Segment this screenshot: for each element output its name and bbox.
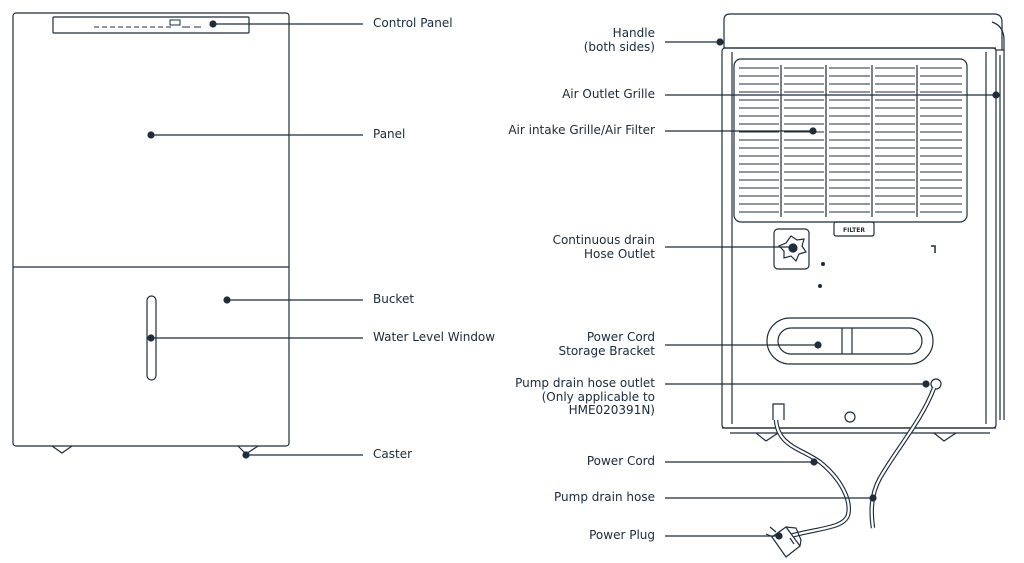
filter-tab-text: FILTER (843, 227, 865, 234)
cord-bracket-outer (766, 317, 934, 365)
back-caster-left (755, 432, 779, 442)
label-bucket: Bucket (373, 292, 415, 306)
label-power-cord: Power Cord (586, 454, 655, 468)
cord-bracket-inner (777, 327, 923, 355)
front-view (12, 12, 363, 459)
back-small-hole (844, 411, 856, 423)
grille-vertical-dividers (780, 65, 918, 217)
back-caster-right (933, 432, 957, 442)
label-air-outlet-grille: Air Outlet Grille (562, 87, 655, 101)
control-panel-buttons (94, 19, 201, 28)
top-handle-band (723, 13, 1003, 50)
power-plug (765, 526, 802, 558)
front-body (12, 12, 290, 447)
back-view: FILTER (665, 13, 1005, 558)
side-handle (991, 21, 1005, 48)
front-leaders (147, 20, 363, 459)
control-panel-strip (52, 16, 250, 34)
label-pump-drain-hose: Pump drain hose (554, 490, 655, 504)
back-leaders (665, 38, 1000, 540)
cord-entry (772, 403, 785, 420)
label-water-level-window: Water Level Window (373, 330, 496, 344)
grille-slats (739, 67, 962, 213)
label-power-plug: Power Plug (589, 528, 655, 542)
label-continuous-drain: Continuous drain Hose Outlet (552, 233, 655, 261)
caster-left (51, 445, 73, 454)
label-panel: Panel (373, 127, 406, 141)
label-air-intake-grille: Air intake Grille/Air Filter (508, 123, 655, 137)
label-pump-drain-outlet: Pump drain hose outlet (Only applicable … (515, 376, 655, 417)
label-caster: Caster (373, 447, 413, 461)
filter-tab (833, 221, 875, 237)
label-control-panel: Control Panel (373, 16, 453, 30)
power-cord (773, 419, 851, 539)
back-body (721, 47, 997, 429)
label-power-cord-storage: Power Cord Storage Bracket (558, 330, 656, 358)
label-handle: Handle (both sides) (583, 26, 655, 54)
continuous-drain-plate (773, 228, 810, 270)
